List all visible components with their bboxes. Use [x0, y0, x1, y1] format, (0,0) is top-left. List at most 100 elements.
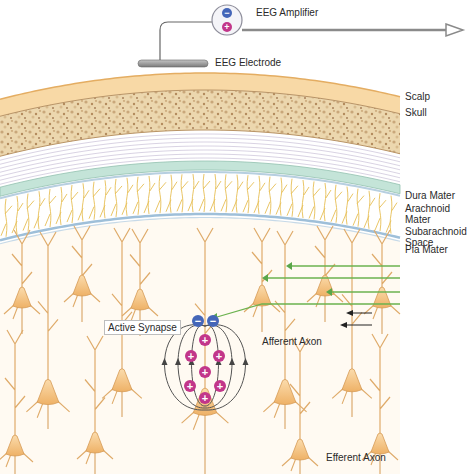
apical-dendrite — [372, 230, 392, 288]
apical-dendrite — [315, 226, 335, 276]
trabecula — [364, 191, 375, 229]
charge-sign: + — [187, 381, 193, 392]
output-arrowhead — [446, 24, 463, 36]
positive-charge: + — [213, 350, 225, 362]
field-arrowhead — [162, 358, 168, 365]
direction-arrowhead — [346, 310, 353, 316]
layer-label: EEG Amplifier — [256, 7, 318, 18]
output-line — [242, 29, 446, 32]
apical-dendrite — [12, 230, 32, 288]
trabecula — [309, 181, 320, 219]
trabecula — [45, 189, 56, 227]
synaptic-terminal — [326, 288, 332, 296]
positive-charge: + — [214, 380, 226, 392]
cell-body — [371, 433, 389, 454]
apical-dendrite — [290, 338, 310, 440]
cell-body — [274, 379, 296, 404]
cell-body — [193, 388, 216, 415]
axon — [352, 390, 353, 417]
charge-sign: − — [210, 316, 216, 327]
axon — [262, 304, 263, 332]
trabecula — [243, 175, 254, 213]
direction-arrowhead — [340, 322, 347, 328]
synaptic-terminal — [286, 262, 292, 270]
trabecula — [155, 175, 166, 213]
trabecula — [353, 189, 364, 227]
trabecula — [56, 187, 67, 225]
axon — [48, 402, 49, 429]
apical-dendrite — [85, 336, 105, 433]
trabecula — [144, 176, 155, 214]
positive-charge: + — [185, 350, 197, 362]
cell-body — [131, 289, 149, 310]
trabecula — [67, 185, 78, 223]
synaptic-terminal — [262, 274, 268, 282]
trabecula — [320, 183, 331, 221]
pyramidal-neuron — [77, 336, 113, 474]
trabecula — [331, 185, 342, 223]
trabecula — [89, 182, 100, 220]
trabecula — [166, 175, 177, 213]
afferent-axon — [217, 304, 400, 317]
apical-dendrite — [130, 229, 150, 290]
layer-label: Active Synapse — [104, 320, 181, 335]
trabecula — [122, 178, 133, 216]
trabecula — [342, 187, 353, 225]
trabecula — [177, 174, 188, 212]
positive-charge: + — [199, 334, 211, 346]
layer-label: Efferent Axon — [326, 452, 386, 463]
cell-body — [253, 285, 271, 306]
trabecula — [254, 176, 265, 214]
layer-label: Afferent Axon — [262, 336, 322, 347]
trabecula — [111, 179, 122, 217]
positive-charge: + — [199, 366, 211, 378]
apical-dendrite — [275, 231, 295, 381]
field-arrowhead — [229, 358, 235, 365]
pyramidal-neuron — [0, 330, 33, 474]
charge-sign: − — [224, 9, 229, 18]
negative-charge: − — [207, 315, 219, 327]
axon — [95, 451, 96, 474]
trabecula — [1, 199, 12, 237]
charge-sign: + — [202, 393, 208, 404]
trabecula — [298, 180, 309, 218]
trabecula — [133, 177, 144, 215]
pyramidal-neuron — [307, 226, 343, 322]
trabecula — [23, 194, 34, 232]
charge-sign: + — [217, 381, 223, 392]
cell-body — [342, 369, 362, 392]
pyramidal-neuron — [282, 338, 318, 474]
dura-mater-layer — [0, 161, 400, 196]
pyramidal-neuron — [332, 229, 372, 417]
field-line — [205, 325, 246, 410]
trabecula — [78, 183, 89, 221]
axon — [325, 294, 326, 322]
cell-body — [37, 379, 59, 404]
apical-dendrite — [72, 226, 92, 276]
trabecula — [12, 196, 23, 234]
axon — [82, 294, 83, 322]
pyramidal-neuron — [64, 226, 100, 322]
positive-charge: + — [222, 22, 232, 32]
pia-mater-layer — [0, 218, 400, 244]
trabecula — [34, 191, 45, 229]
charge-sign: − — [195, 316, 201, 327]
layer-label: Dura Mater — [405, 190, 455, 201]
apical-dendrite — [252, 228, 272, 286]
cell-body — [13, 287, 31, 308]
field-arrowhead — [243, 358, 249, 365]
negative-charge: − — [192, 315, 204, 327]
layer-label: Pia Mater — [405, 244, 448, 255]
afferent-axon — [292, 265, 400, 266]
axon — [15, 454, 16, 474]
trabecula — [276, 178, 287, 216]
layer-label: Arachnoid Mater — [405, 203, 471, 225]
trabecula — [210, 174, 221, 212]
charge-sign: + — [188, 351, 194, 362]
charge-sign: + — [202, 335, 208, 346]
axon — [122, 390, 123, 417]
